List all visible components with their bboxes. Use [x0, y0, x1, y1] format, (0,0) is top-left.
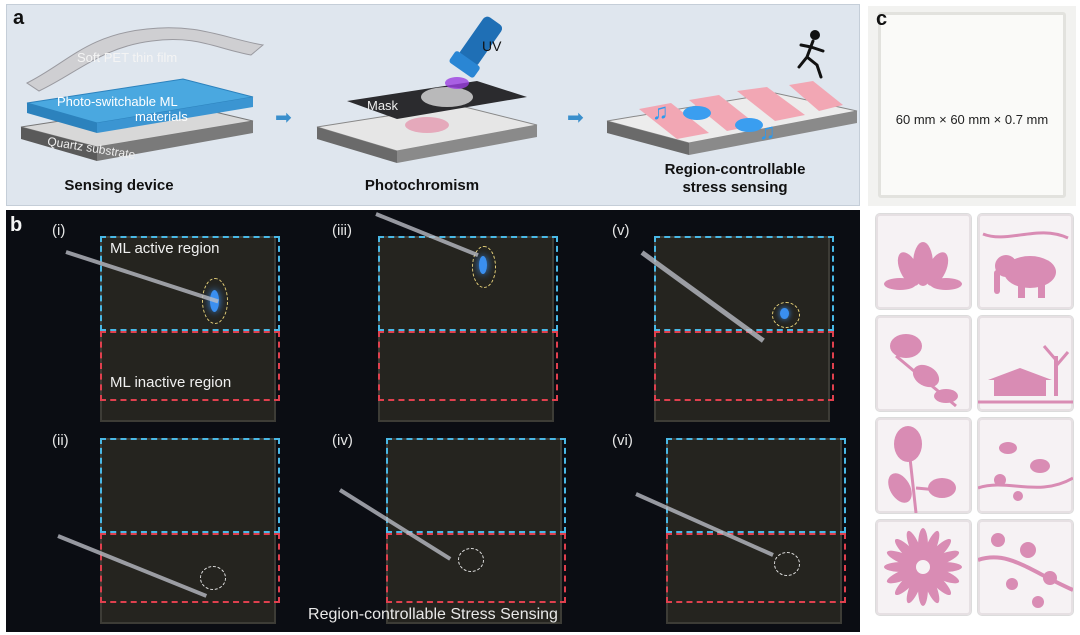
- sample-v: [654, 236, 834, 422]
- pattern-tile-birds: [978, 418, 1073, 513]
- flower-branch-icon: [890, 334, 958, 408]
- subpanel-label-v: (v): [612, 222, 630, 239]
- blank-sample: [878, 12, 1066, 198]
- caption-region-sensing: Region-controllable stress sensing: [664, 161, 806, 196]
- subpanel-label-iv: (iv): [332, 432, 353, 449]
- photochromism-illustration: [316, 16, 538, 163]
- pattern-tile-blossom: [978, 520, 1073, 615]
- pattern-tile-elephant: [978, 214, 1073, 309]
- inactive-region-box: [666, 533, 846, 603]
- arrow-right-icon: ➡: [275, 107, 292, 129]
- lotus-flower-icon: [884, 242, 962, 290]
- inactive-region-box: [378, 331, 558, 401]
- daisy-center: [914, 558, 932, 576]
- house-landscape-icon: [978, 345, 1073, 404]
- sample-vi: [666, 438, 846, 624]
- elephant-icon: [982, 231, 1069, 298]
- daisy-petal: [922, 530, 940, 565]
- panel-b-photos: b (i) ML active region ML inactive regio…: [6, 210, 860, 632]
- ml-glow-spot: [479, 256, 487, 274]
- active-region-box: [666, 438, 846, 533]
- blossom-branch-icon: [978, 533, 1073, 608]
- panel-b-caption: Region-controllable Stress Sensing: [308, 606, 558, 623]
- birds-on-branch-icon: [978, 442, 1073, 501]
- caption-photochromism: Photochromism: [364, 177, 480, 194]
- music-note-icon: ♫: [759, 119, 776, 144]
- daisy-petal: [894, 538, 922, 566]
- press-point-circle: [458, 548, 484, 572]
- sample-dimensions: 60 mm × 60 mm × 0.7 mm: [895, 112, 1049, 127]
- sample-i: [100, 236, 280, 422]
- subpanel-label-vi: (vi): [612, 432, 633, 449]
- sample-iii: [378, 236, 558, 422]
- press-point-circle: [202, 278, 228, 324]
- active-region-box: [378, 236, 558, 331]
- subpanel-label-ii: (ii): [52, 432, 69, 449]
- pattern-tile-house: [978, 316, 1073, 411]
- daisy-petal: [924, 538, 952, 566]
- pattern-tile-tulip: [876, 316, 971, 411]
- subpanel-label-iii: (iii): [332, 222, 352, 239]
- pattern-tile-daisy: [876, 520, 971, 615]
- sensing-device-stack: [20, 27, 265, 161]
- inactive-region-box: [654, 331, 834, 401]
- daisy-flower-icon: [884, 528, 962, 606]
- ml-glow-spot: [780, 308, 789, 319]
- mask-label: Mask: [367, 98, 399, 113]
- daisy-petal: [925, 566, 960, 584]
- press-point-circle: [774, 552, 800, 576]
- daisy-petal: [906, 530, 924, 565]
- panel-b-label: b: [10, 214, 23, 236]
- daisy-petal: [886, 550, 921, 568]
- active-region-box: [100, 236, 280, 331]
- panel-a-label: a: [13, 7, 25, 29]
- caption-sensing-device: Sensing device: [64, 177, 174, 194]
- panel-c-sample-photo: c 60 mm × 60 mm × 0.7 mm: [868, 6, 1076, 206]
- pattern-tile-tulips: [876, 418, 971, 513]
- active-region-label: ML active region: [110, 240, 220, 257]
- panel-c-label: c: [876, 8, 888, 30]
- region-sensing-illustration: [606, 30, 858, 155]
- press-point-circle: [472, 246, 496, 288]
- inactive-region-box: [100, 533, 280, 603]
- music-note-icon: ♫: [652, 99, 669, 124]
- sample-iv: [386, 438, 566, 624]
- press-point-circle: [772, 302, 800, 328]
- ml-material-label-1: Photo-switchable ML: [57, 94, 178, 109]
- inactive-region-label: ML inactive region: [110, 374, 232, 391]
- press-point-circle: [200, 566, 226, 590]
- daisy-petal: [924, 568, 952, 596]
- panel-a-schematic: a Soft PET thin film Photo-switchable ML…: [6, 4, 860, 206]
- ml-material-label-2: materials: [135, 109, 188, 124]
- pet-film-label: Soft PET thin film: [77, 50, 178, 65]
- daisy-petal: [894, 568, 922, 596]
- inactive-region-box: [386, 533, 566, 603]
- daisy-petal: [906, 569, 924, 604]
- arrow-right-icon: ➡: [567, 107, 584, 129]
- subpanel-label-i: (i): [52, 222, 66, 239]
- active-region-box: [386, 438, 566, 533]
- inactive-region-box: [100, 331, 280, 401]
- sample-ii: [100, 438, 280, 624]
- uv-label: UV: [482, 38, 502, 54]
- active-region-box: [100, 438, 280, 533]
- pattern-tile-lotus: [876, 214, 971, 309]
- tulip-icon: [888, 426, 956, 513]
